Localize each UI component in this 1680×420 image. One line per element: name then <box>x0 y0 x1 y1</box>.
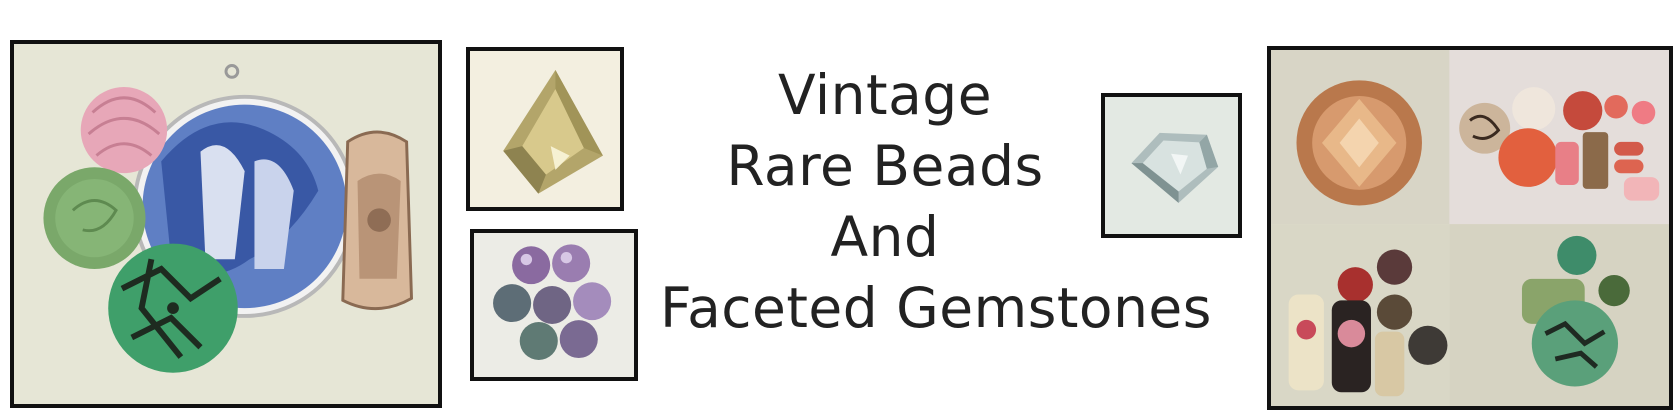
bead-grid-icon <box>1271 50 1669 406</box>
title-line-faceted-gemstones: Faceted Gemstones <box>660 276 1212 340</box>
bead-grid-image <box>1267 46 1673 410</box>
title-line-rare-beads: Rare Beads <box>726 134 1044 198</box>
fluorite-beads-image <box>470 229 638 381</box>
title-line-and: And <box>830 205 940 269</box>
topaz-gem-image <box>466 47 624 211</box>
trillion-gem-icon <box>1105 97 1238 234</box>
trillion-gem-icon <box>470 51 620 207</box>
page-title: Vintage Rare Beads And Faceted Gemstones <box>660 60 1212 344</box>
aquamarine-gem-image <box>1101 93 1242 238</box>
title-line-vintage: Vintage <box>777 63 993 127</box>
fluorite-beads-icon <box>474 233 634 377</box>
bead-collage-image <box>10 40 442 408</box>
bead-collage-icon <box>14 44 438 404</box>
